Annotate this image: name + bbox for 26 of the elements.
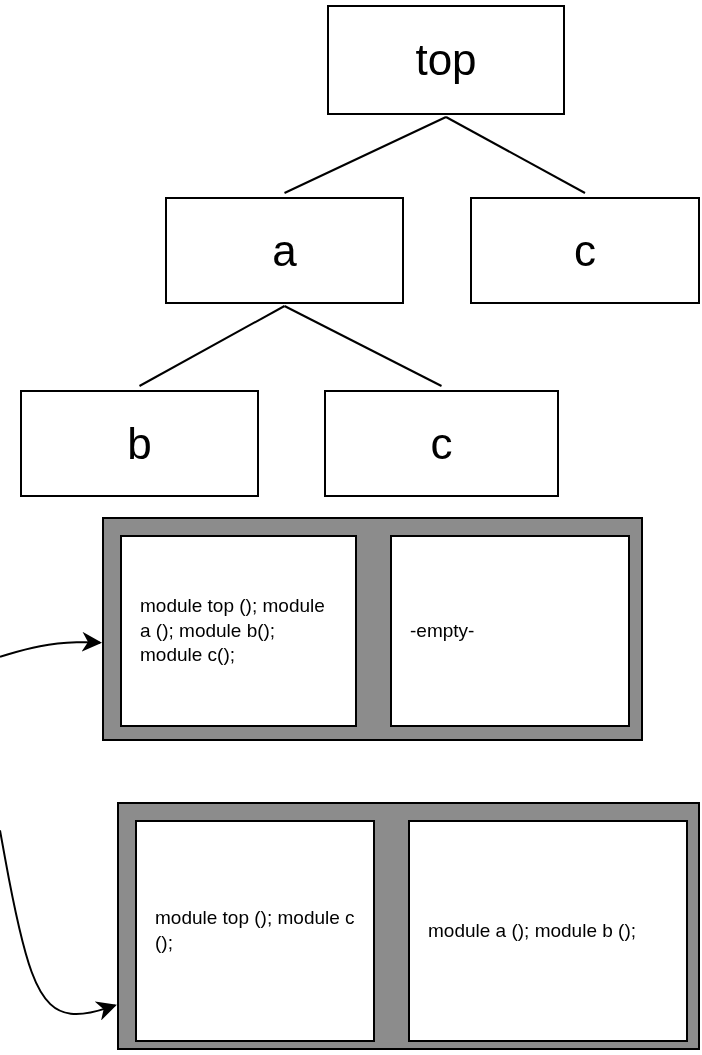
- module-box: [324, 390, 559, 497]
- module-name: c: [430, 418, 453, 469]
- code-box: [390, 535, 630, 727]
- code-text: module top (); module a (); module b(); module c();: [140, 593, 326, 668]
- code-box: [135, 820, 375, 1042]
- arrow: [0, 829, 117, 1021]
- module-name: b: [127, 418, 152, 469]
- code-box: [120, 535, 357, 727]
- panel: [102, 517, 643, 741]
- module-name: a: [272, 225, 297, 276]
- module-box: [165, 197, 404, 304]
- module-box: [20, 390, 259, 497]
- connector-line: [445, 116, 586, 194]
- module-name: top: [415, 35, 477, 85]
- connector-line: [283, 116, 447, 194]
- panel: [117, 802, 700, 1050]
- module-box: [470, 197, 700, 304]
- code-text: module a (); module b ();: [428, 918, 637, 943]
- code-text: module top (); module c ();: [155, 906, 355, 955]
- arrow: [0, 631, 102, 658]
- connector-line: [138, 305, 286, 387]
- connector-line: [283, 305, 443, 387]
- code-text: -empty-: [410, 618, 475, 643]
- module-name: c: [574, 225, 596, 276]
- code-box: [408, 820, 688, 1042]
- module-box: [327, 5, 565, 115]
